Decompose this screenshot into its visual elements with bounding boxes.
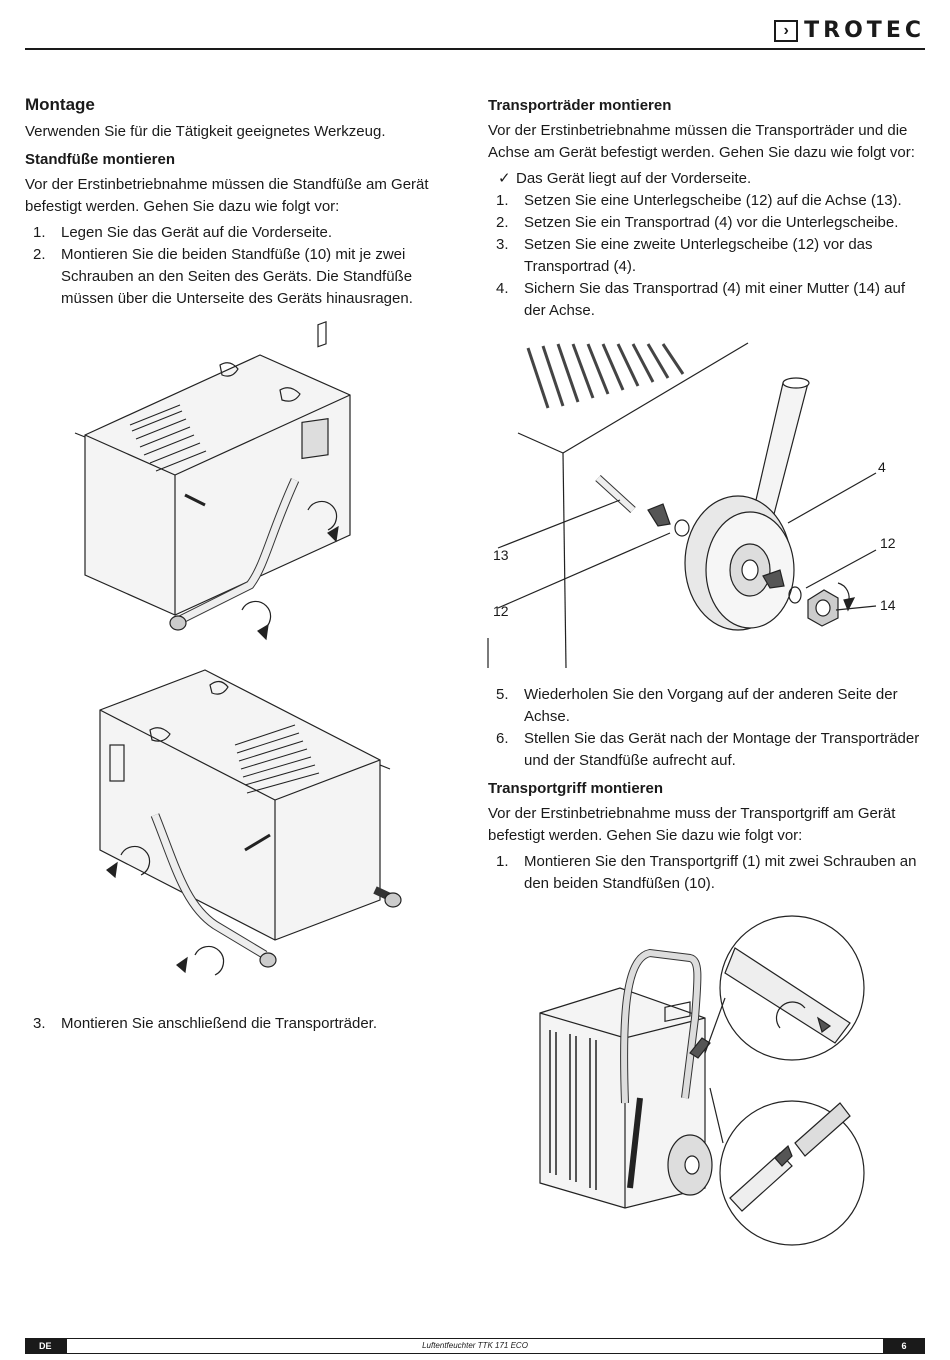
illustration-handle-assembly: [539, 915, 865, 1246]
intro-text: Verwenden Sie für die Tätigkeit geeignet…: [25, 123, 386, 140]
language-badge: DE: [25, 1339, 67, 1353]
list-item: 4.Sichern Sie das Transportrad (4) mit e…: [496, 280, 905, 319]
list-item: 3.Setzen Sie eine zweite Unterlegscheibe…: [496, 236, 873, 275]
illustration-device-feet-1: [74, 321, 351, 641]
list-item: 3.Montieren Sie anschließend die Transpo…: [33, 1015, 378, 1032]
page-footer: DE Luftentfeuchter TTK 171 ECO 6: [25, 1338, 925, 1354]
label-13: 13: [493, 547, 509, 563]
label-12-top: 12: [880, 535, 896, 551]
list-item: 5.Wiederholen Sie den Vorgang auf der an…: [496, 686, 898, 725]
left-column: Montage Verwenden Sie für die Tätigkeit …: [25, 95, 455, 310]
precondition-item: ✓Das Gerät liegt auf der Vorderseite.: [488, 168, 928, 190]
list-item: 1.Legen Sie das Gerät auf die Vorderseit…: [33, 224, 333, 241]
label-4: 4: [878, 459, 886, 475]
standfuesse-steps-continued: 3.Montieren Sie anschließend die Transpo…: [25, 1013, 455, 1035]
transportgriff-steps: 1.Montieren Sie den Transportgriff (1) m…: [488, 851, 928, 895]
list-item: 6.Stellen Sie das Gerät nach der Montage…: [496, 730, 920, 769]
checkmark-icon: ✓: [498, 170, 511, 187]
standfuesse-steps: 1.Legen Sie das Gerät auf die Vorderseit…: [25, 222, 455, 310]
left-step3-block: 3.Montieren Sie anschließend die Transpo…: [25, 1013, 455, 1035]
page-number: 6: [883, 1339, 925, 1353]
transportgriff-text: Vor der Erstinbetriebnahme muss der Tran…: [488, 805, 896, 844]
transportraeder-text: Vor der Erstinbetriebnahme müssen die Tr…: [488, 122, 915, 161]
list-item: 1.Setzen Sie eine Unterlegscheibe (12) a…: [496, 192, 902, 209]
list-item: 2.Setzen Sie ein Transportrad (4) vor di…: [496, 214, 899, 231]
list-item: 2.Montieren Sie die beiden Standfüße (10…: [33, 246, 413, 307]
subheading-transportraeder: Transporträder montieren: [488, 97, 672, 114]
right-column-middle: 5.Wiederholen Sie den Vorgang auf der an…: [488, 684, 928, 895]
brand-logo: › TROTEC: [774, 18, 925, 43]
label-14: 14: [880, 597, 896, 613]
transportraeder-steps: 1.Setzen Sie eine Unterlegscheibe (12) a…: [488, 190, 928, 322]
list-item: 1.Montieren Sie den Transportgriff (1) m…: [496, 853, 917, 892]
logo-text: TROTEC: [804, 18, 925, 43]
section-heading-montage: Montage: [25, 95, 95, 114]
chevron-right-icon: ›: [774, 19, 799, 42]
label-12-bottom: 12: [493, 603, 509, 619]
transportraeder-steps-continued: 5.Wiederholen Sie den Vorgang auf der an…: [488, 684, 928, 772]
standfuesse-text: Vor der Erstinbetriebnahme müssen die St…: [25, 176, 429, 215]
right-column: Transporträder montieren Vor der Erstinb…: [488, 95, 928, 322]
subheading-transportgriff: Transportgriff montieren: [488, 780, 664, 797]
subheading-standfuesse: Standfüße montieren: [25, 151, 176, 168]
illustration-device-feet-2: [99, 669, 402, 976]
header-rule: [25, 48, 925, 50]
document-title: Luftentfeuchter TTK 171 ECO: [422, 1341, 528, 1350]
illustration-wheel-assembly: 4 12 13 12 14: [487, 342, 896, 669]
